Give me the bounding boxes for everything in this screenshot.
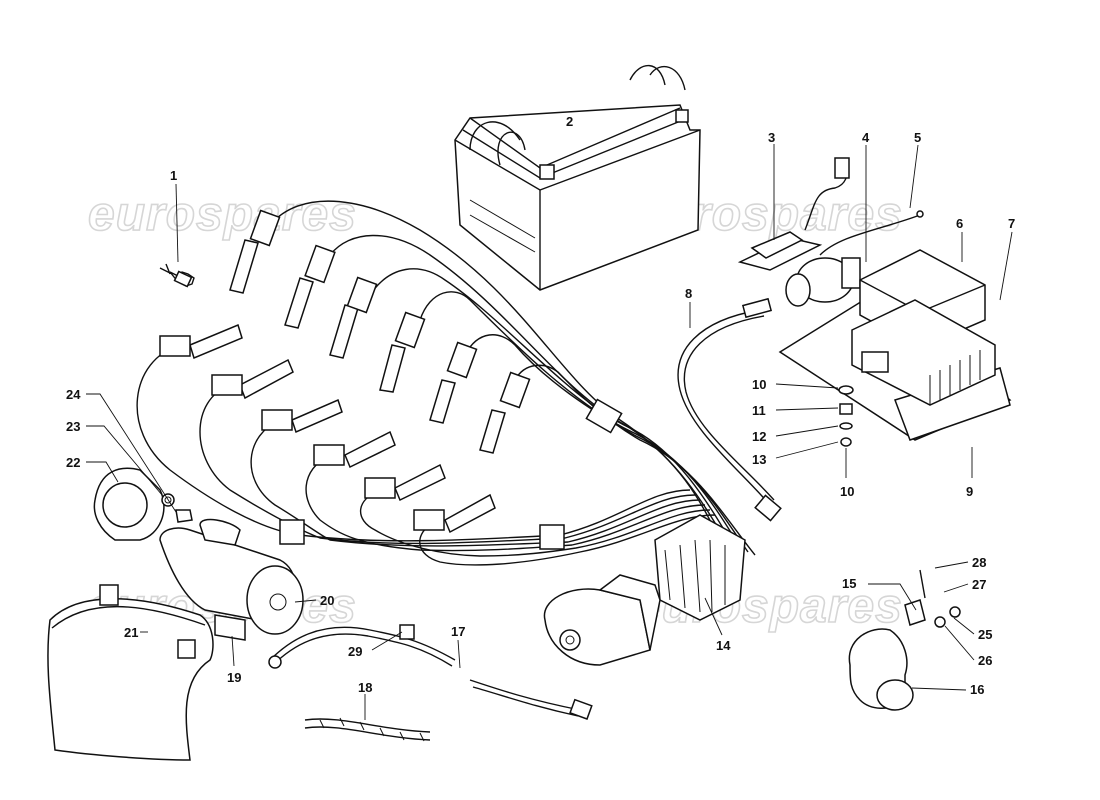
callout-16: 16	[970, 682, 984, 697]
callout-12: 12	[752, 429, 766, 444]
callout-labels: 1 2 3 4 5 6 7 8 9 10 10 11 12 13 14 15 1…	[66, 114, 1015, 697]
watermark-group: eurospares eurospares eurospares eurospa…	[87, 187, 902, 634]
callout-24: 24	[66, 387, 81, 402]
callout-3: 3	[768, 130, 775, 145]
part-21-heat-shield	[47, 584, 214, 761]
part-20-starter-motor	[159, 518, 304, 641]
plug-boots	[159, 209, 531, 534]
callout-17: 17	[451, 624, 465, 639]
part-18-ground-strap	[304, 717, 431, 742]
part-8-sensor-cable	[677, 297, 782, 522]
part-4-ignition-coil	[785, 210, 924, 307]
part-6-ignition-module	[778, 249, 1012, 441]
part-16-horn	[848, 569, 961, 711]
callout-15: 15	[842, 576, 856, 591]
callout-29: 29	[348, 644, 362, 659]
callout-21: 21	[124, 625, 138, 640]
part-3-bracket	[737, 157, 850, 271]
callout-23: 23	[66, 419, 80, 434]
part-22-gasket	[93, 467, 193, 541]
part-2-battery	[454, 64, 701, 291]
callout-11: 11	[752, 403, 766, 418]
callout-27: 27	[972, 577, 986, 592]
callout-1: 1	[170, 168, 177, 183]
callout-5: 5	[914, 130, 921, 145]
part-1-sensor	[159, 263, 195, 288]
part-17-cable	[268, 624, 593, 720]
part-14-connector-block	[543, 514, 746, 666]
callout-25: 25	[978, 627, 992, 642]
callout-18: 18	[358, 680, 372, 695]
watermark-top-left: eurospares	[88, 188, 357, 241]
part-10-13-washers	[838, 385, 854, 447]
ignition-harness	[136, 200, 756, 566]
callout-4: 4	[862, 130, 870, 145]
leader-lines	[86, 144, 1013, 720]
callout-26: 26	[978, 653, 992, 668]
callout-2: 2	[566, 114, 573, 129]
callout-20: 20	[320, 593, 334, 608]
callout-10-top: 10	[752, 377, 766, 392]
callout-28: 28	[972, 555, 986, 570]
callout-7: 7	[1008, 216, 1015, 231]
callout-19: 19	[227, 670, 241, 685]
callout-22: 22	[66, 455, 80, 470]
callout-14: 14	[716, 638, 731, 653]
callout-9: 9	[966, 484, 973, 499]
callout-6: 6	[956, 216, 963, 231]
callout-13: 13	[752, 452, 766, 467]
callout-8: 8	[685, 286, 692, 301]
callout-10-bottom: 10	[840, 484, 854, 499]
